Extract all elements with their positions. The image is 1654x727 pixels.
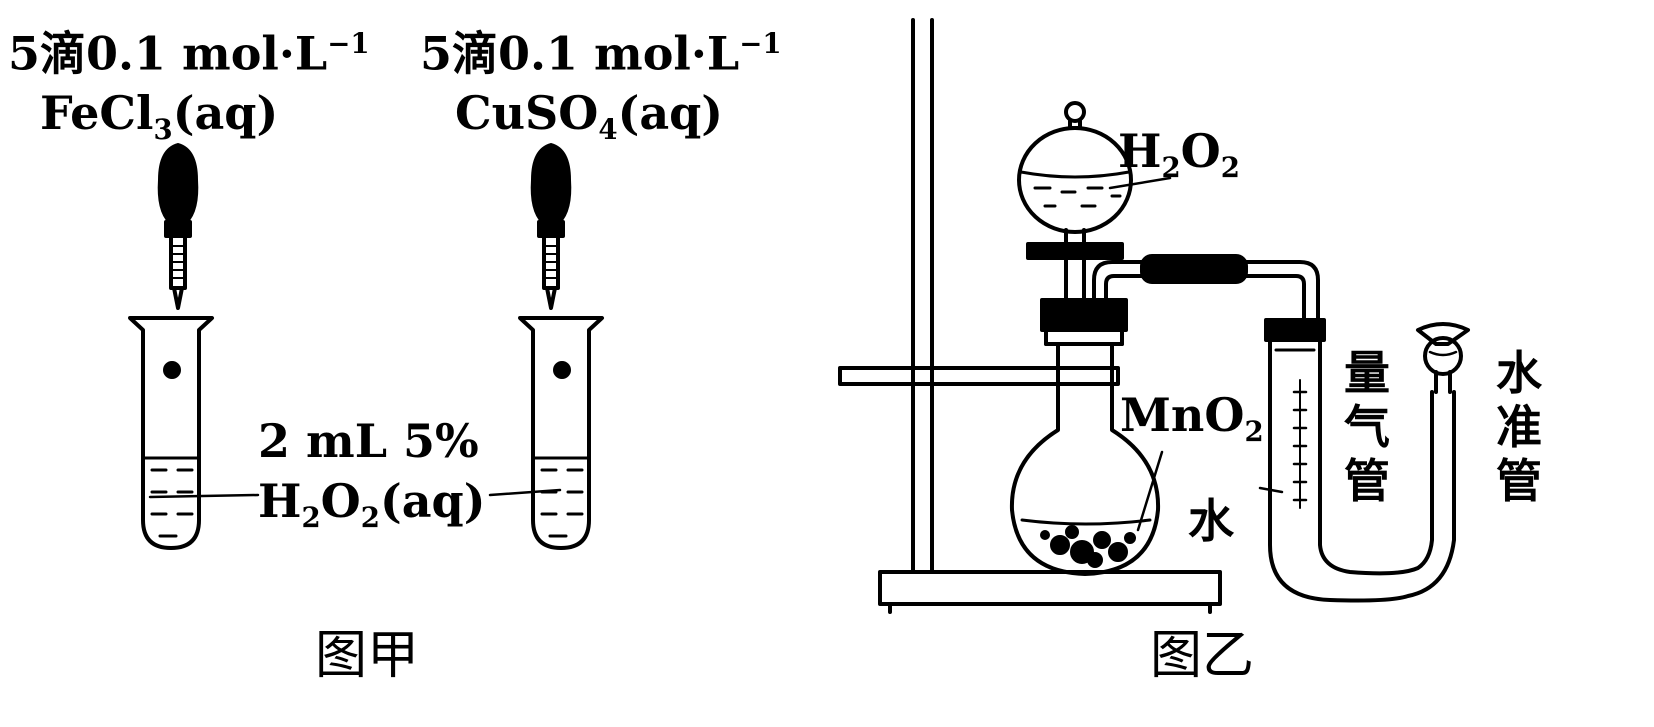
tube2-reagent-line1: 5滴0.1 mol·L−1: [420, 26, 782, 81]
solution-leader-1: [148, 493, 260, 499]
mno2-leader: [1136, 450, 1164, 532]
caption-figure-b: 图乙: [1150, 626, 1255, 686]
gas-burette: [1258, 318, 1456, 603]
h2o2-leader: [1108, 176, 1172, 190]
leveling-tube: [1416, 322, 1470, 394]
tube2-reagent-line2: CuSO4(aq): [455, 86, 724, 147]
leveling-tube-label: 水 准 管: [1496, 346, 1542, 508]
test-tube-1: [128, 316, 214, 550]
water-leader: [1258, 486, 1284, 494]
catalyst-label: MnO2: [1120, 388, 1264, 449]
solution-leader-2: [488, 488, 562, 497]
dropper-1: [157, 143, 199, 310]
dropper-2: [530, 143, 572, 310]
water-label: 水: [1188, 494, 1234, 548]
gas-burette-label: 量 气 管: [1344, 346, 1390, 508]
funnel-label: H2O2: [1118, 124, 1240, 185]
tube1-reagent-line1: 5滴0.1 mol·L−1: [8, 26, 370, 81]
solution-label-line1: 2 mL 5%: [258, 414, 479, 468]
separatory-funnel: [1017, 101, 1172, 302]
solution-label-line2: H2O2(aq): [258, 474, 486, 535]
round-bottom-flask: [1009, 298, 1164, 576]
rubber-connector: [1140, 254, 1248, 284]
tube1-reagent-line2: FeCl3(aq): [40, 86, 279, 147]
iron-stand: [838, 18, 1222, 614]
clamp-arm: [838, 366, 1120, 386]
caption-figure-a: 图甲: [315, 626, 420, 686]
test-tube-2: [518, 316, 604, 550]
delivery-tube: [1092, 254, 1320, 322]
